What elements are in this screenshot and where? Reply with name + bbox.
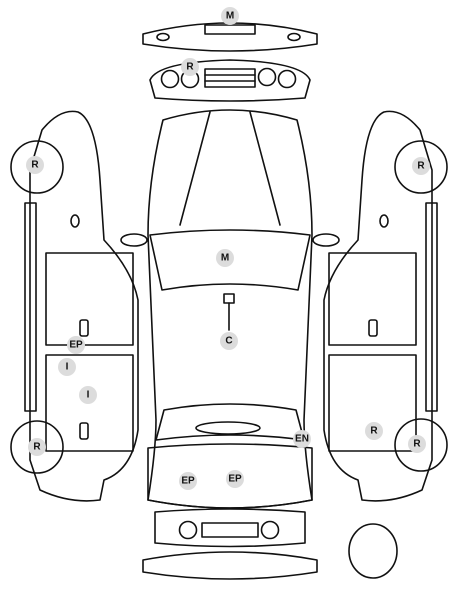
spare-tire (348, 523, 398, 579)
front-bumper-view (142, 22, 318, 52)
marker-r-left-rear-wheel[interactable]: R (28, 438, 46, 456)
marker-ep-trunk-left[interactable]: EP (179, 472, 197, 490)
right-side-view (323, 110, 448, 502)
marker-label: R (417, 161, 425, 172)
rear-view (142, 508, 318, 580)
marker-en-trunk[interactable]: EN (293, 430, 311, 448)
marker-m-bumper[interactable]: M (221, 7, 239, 25)
marker-label: R (370, 426, 378, 437)
marker-label: EP (228, 474, 242, 485)
marker-label: M (226, 11, 234, 22)
front-grille-view (149, 59, 311, 102)
marker-label: I (66, 362, 69, 373)
marker-c-roof[interactable]: C (220, 332, 238, 350)
marker-m-hood[interactable]: M (216, 249, 234, 267)
marker-label: C (225, 336, 232, 347)
car-top-view (120, 109, 340, 509)
marker-label: R (33, 442, 41, 453)
marker-r-grille[interactable]: R (181, 58, 199, 76)
marker-i-left-upper[interactable]: I (58, 358, 76, 376)
marker-r-right-rear-wheel[interactable]: R (408, 435, 426, 453)
marker-label: R (31, 160, 39, 171)
marker-r-right-door[interactable]: R (365, 422, 383, 440)
marker-label: EP (181, 476, 195, 487)
marker-label: M (221, 253, 229, 264)
marker-label: EP (69, 340, 83, 351)
marker-label: EN (295, 434, 309, 445)
marker-r-left-front-wheel[interactable]: R (26, 156, 44, 174)
marker-r-right-front-wheel[interactable]: R (412, 157, 430, 175)
marker-i-left-lower[interactable]: I (79, 386, 97, 404)
marker-label: R (413, 439, 421, 450)
left-side-view (10, 110, 139, 502)
marker-label: I (87, 390, 90, 401)
marker-ep-trunk-right[interactable]: EP (226, 470, 244, 488)
marker-label: R (186, 62, 194, 73)
marker-ep-left-door[interactable]: EP (67, 336, 85, 354)
